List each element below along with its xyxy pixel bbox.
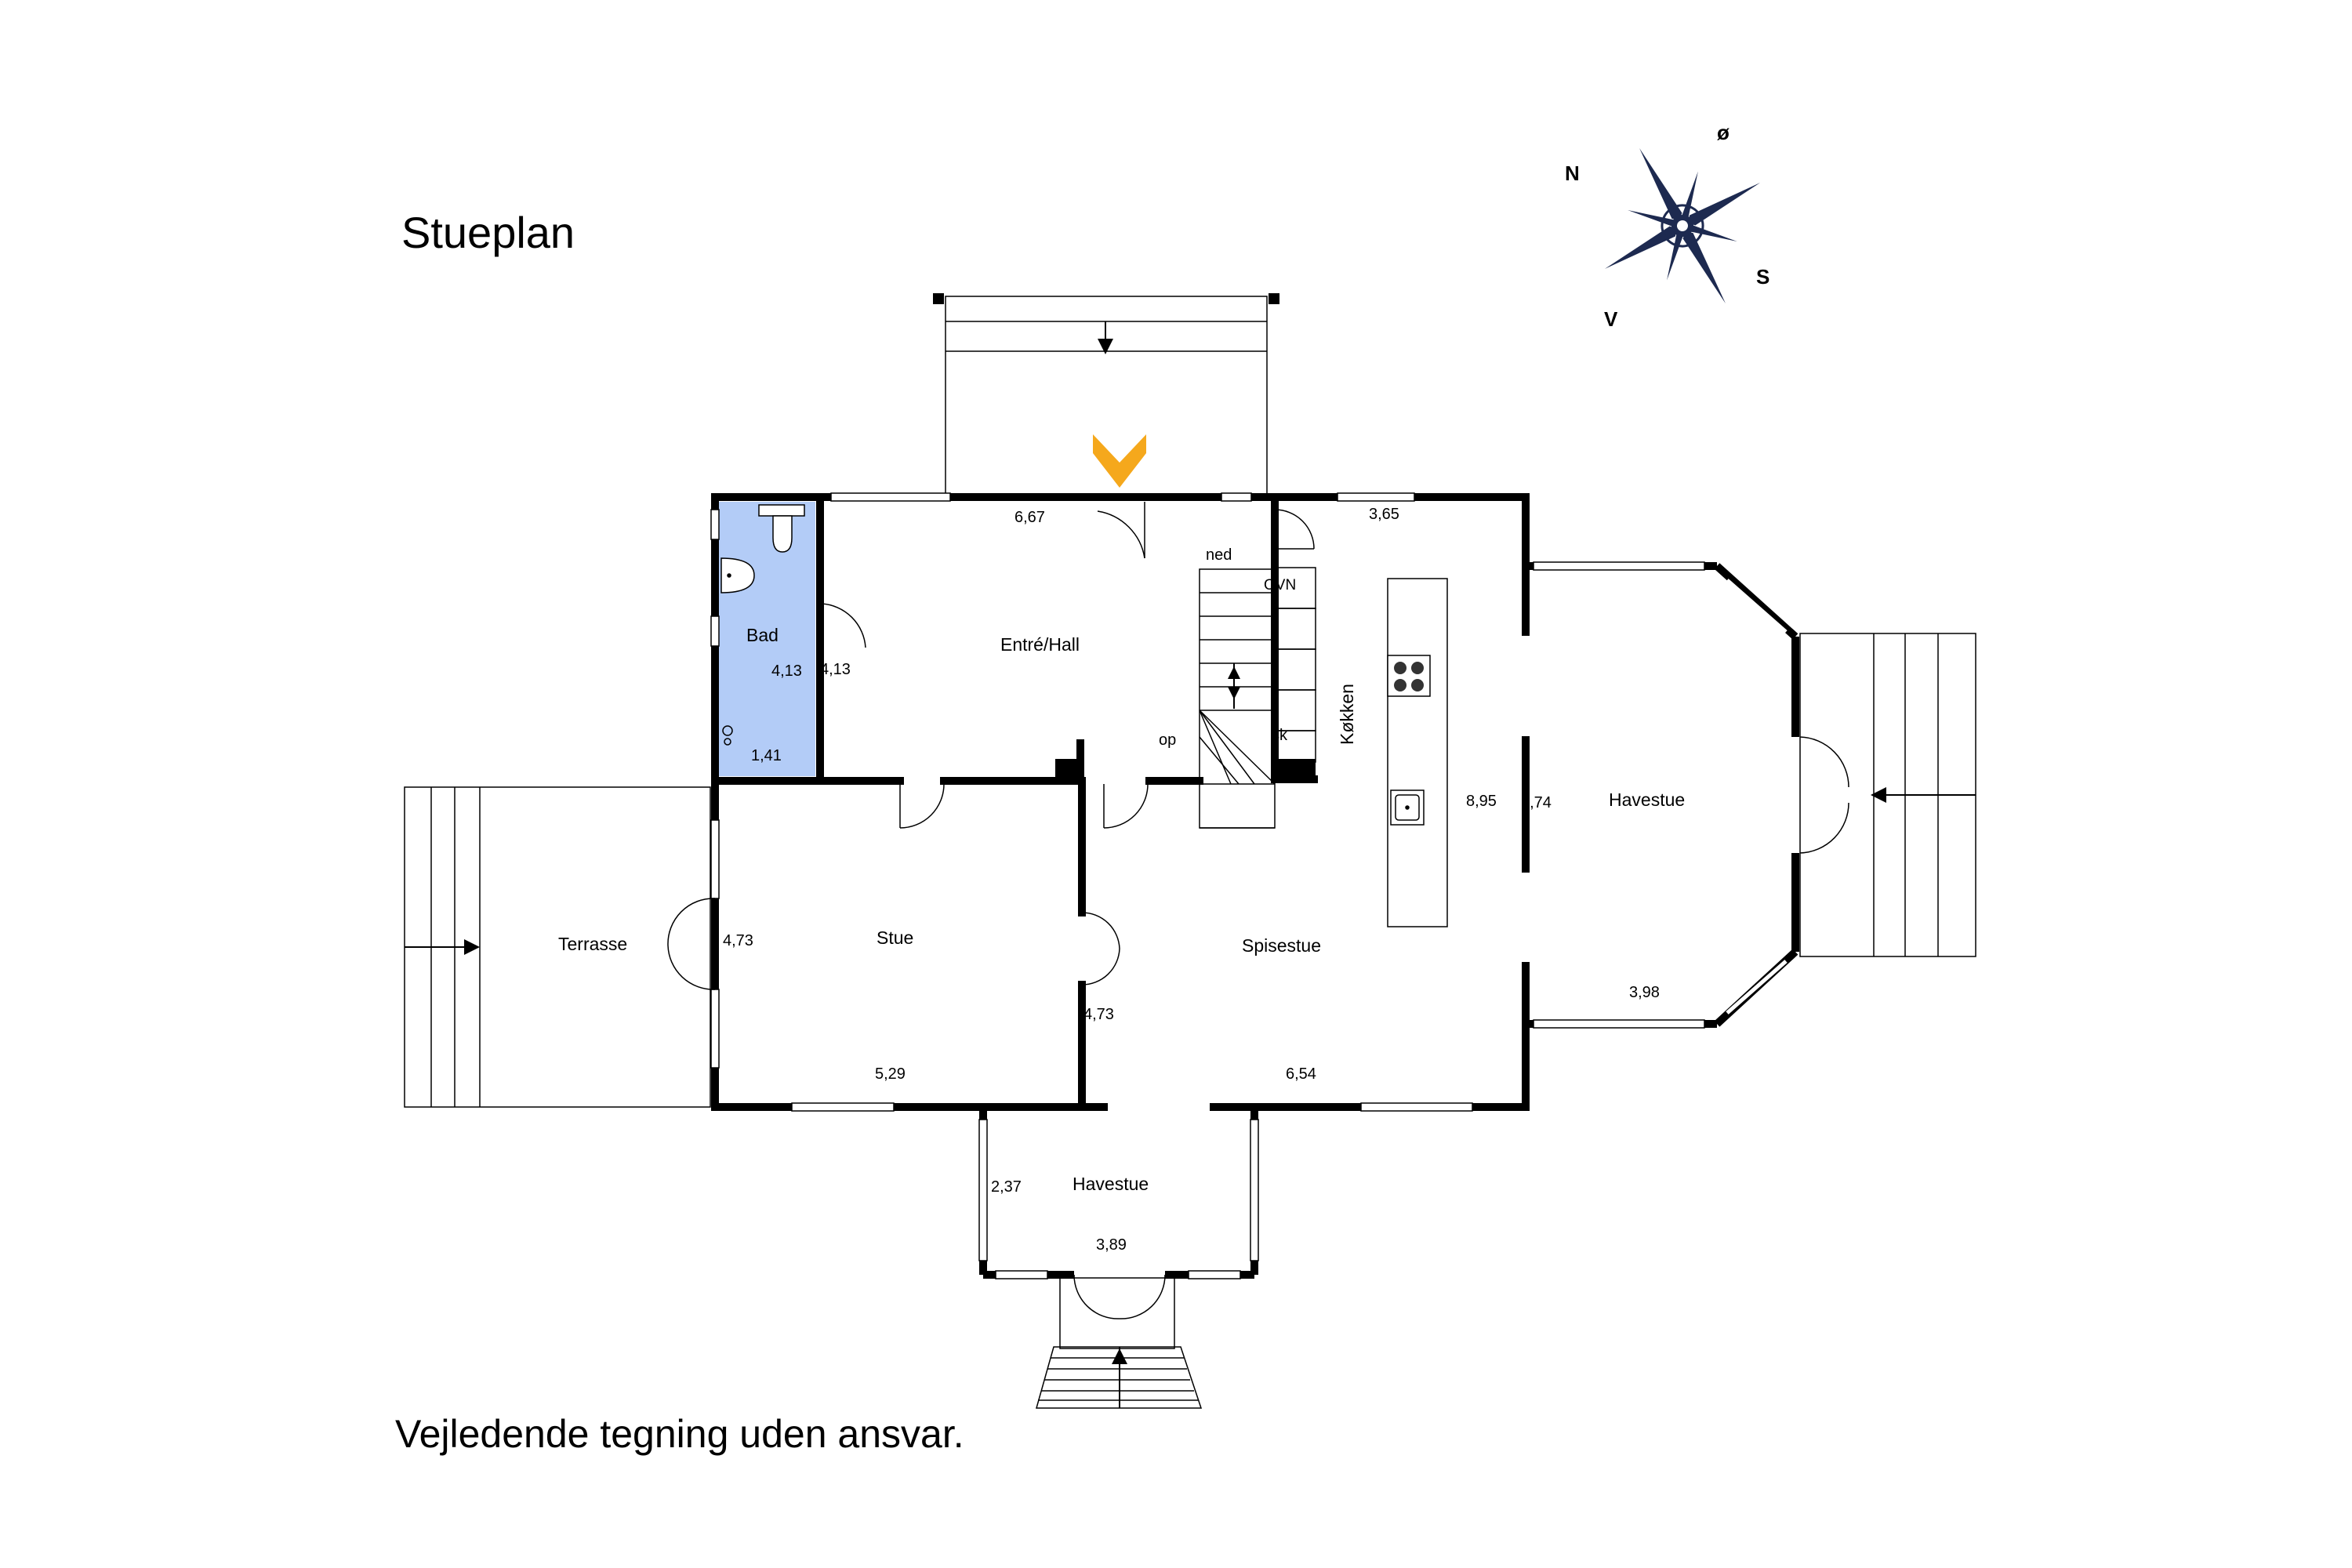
room-label-havestue-south: Havestue bbox=[1073, 1174, 1149, 1194]
internal-staircase bbox=[1199, 568, 1276, 829]
toilet-icon bbox=[758, 504, 805, 553]
havestue-east-walls bbox=[1526, 561, 1799, 1029]
dim-stue-height: 4,73 bbox=[723, 932, 753, 949]
kitchen-units bbox=[1277, 567, 1448, 927]
dim-hall-height: 4,13 bbox=[820, 661, 851, 678]
dim-spisestue-height: 4,73 bbox=[1083, 1006, 1114, 1023]
south-windows bbox=[791, 1102, 1473, 1112]
disclaimer-text: Vejledende tegning uden ansvar. bbox=[395, 1412, 964, 1456]
dim-havestue-south-width: 3,89 bbox=[1096, 1236, 1127, 1254]
room-label-entre-hall: Entré/Hall bbox=[1000, 634, 1080, 655]
sink-icon bbox=[1390, 789, 1425, 826]
room-label-bad: Bad bbox=[746, 625, 779, 645]
terrace-west bbox=[404, 786, 711, 1108]
dim-entre-width: 6,67 bbox=[1014, 509, 1045, 526]
room-label-spisestue: Spisestue bbox=[1242, 935, 1321, 956]
compass-rose-icon bbox=[1599, 143, 1766, 309]
dim-havestue-east-length: 6,74 bbox=[1521, 794, 1552, 811]
dim-stue-width: 5,29 bbox=[875, 1065, 906, 1083]
entrance-chevron-icon bbox=[1093, 434, 1146, 488]
oven-label: OVN bbox=[1264, 577, 1296, 593]
compass-east: ø bbox=[1717, 121, 1730, 144]
kitchen-island bbox=[1387, 578, 1448, 927]
compass-south: S bbox=[1756, 265, 1769, 289]
compass-west: V bbox=[1604, 307, 1618, 331]
compass-north: N bbox=[1565, 162, 1580, 185]
room-label-havestue-east: Havestue bbox=[1609, 789, 1685, 810]
stair-south-arrow-icon bbox=[1112, 1348, 1127, 1364]
cooktop-icon bbox=[1387, 655, 1431, 697]
north-windows bbox=[830, 492, 1415, 502]
room-label-terrasse: Terrasse bbox=[558, 934, 627, 954]
cabinet-label: sk bbox=[1272, 727, 1288, 744]
dim-bad-width: 1,41 bbox=[751, 747, 782, 764]
havestue-south-walls bbox=[978, 1107, 1259, 1279]
terrace-west-arrow-icon bbox=[464, 939, 480, 955]
stair-south bbox=[1036, 1277, 1203, 1409]
page-title: Stueplan bbox=[401, 208, 575, 257]
stair-up-label: op bbox=[1159, 731, 1176, 749]
dim-spisestue-width: 6,54 bbox=[1286, 1065, 1316, 1083]
stair-down-arrow-icon bbox=[1228, 666, 1240, 679]
stair-down-label: ned bbox=[1206, 546, 1232, 564]
dim-kitchen-width: 3,65 bbox=[1369, 506, 1399, 523]
room-label-kokken: Køkken bbox=[1337, 684, 1357, 745]
dim-havestue-south-height: 2,37 bbox=[991, 1178, 1022, 1196]
walls bbox=[711, 493, 1530, 1111]
dim-havestue-east-width: 3,98 bbox=[1629, 984, 1660, 1001]
room-label-stue: Stue bbox=[877, 927, 913, 948]
drain-icon bbox=[722, 725, 733, 746]
terrace-east-arrow-icon bbox=[1871, 787, 1886, 803]
bathroom-area bbox=[718, 502, 815, 776]
washbasin-icon bbox=[720, 557, 755, 593]
terrace-north-arrow-icon bbox=[1098, 339, 1113, 354]
dim-kitchen-length: 8,95 bbox=[1466, 793, 1497, 810]
stair-up-arrow-icon bbox=[1228, 687, 1240, 699]
terrace-east bbox=[1799, 633, 1976, 957]
dim-bad-height: 4,13 bbox=[771, 662, 802, 680]
doors bbox=[667, 502, 1849, 1319]
